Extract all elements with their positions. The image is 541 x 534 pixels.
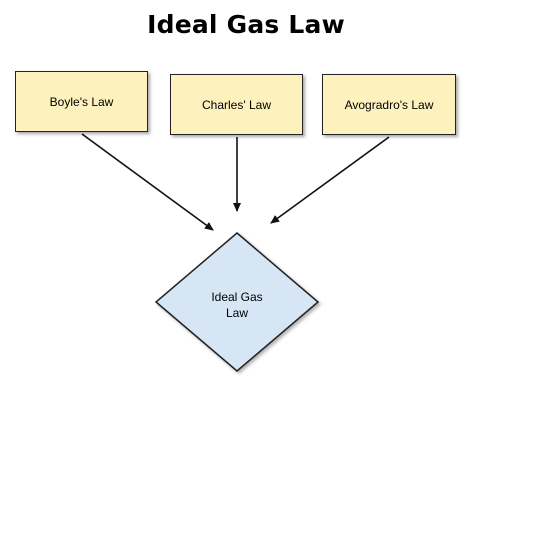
arrow-avogadro-to-ideal — [270, 136, 390, 224]
boyles-law-node: Boyle's Law — [15, 71, 148, 132]
diagram-title: Ideal Gas Law — [147, 10, 345, 39]
ideal-gas-law-label: Ideal Gas Law — [211, 290, 263, 320]
ideal-gas-law-diamond — [154, 232, 320, 372]
avogadro-law-node: Avogradro's Law — [322, 74, 456, 135]
avogadro-law-label: Avogradro's Law — [344, 97, 434, 112]
boyles-law-label: Boyle's Law — [49, 94, 114, 109]
charles-law-label: Charles' Law — [202, 97, 271, 112]
charles-law-node: Charles' Law — [170, 74, 303, 135]
arrow-boyle-to-ideal — [81, 133, 214, 231]
